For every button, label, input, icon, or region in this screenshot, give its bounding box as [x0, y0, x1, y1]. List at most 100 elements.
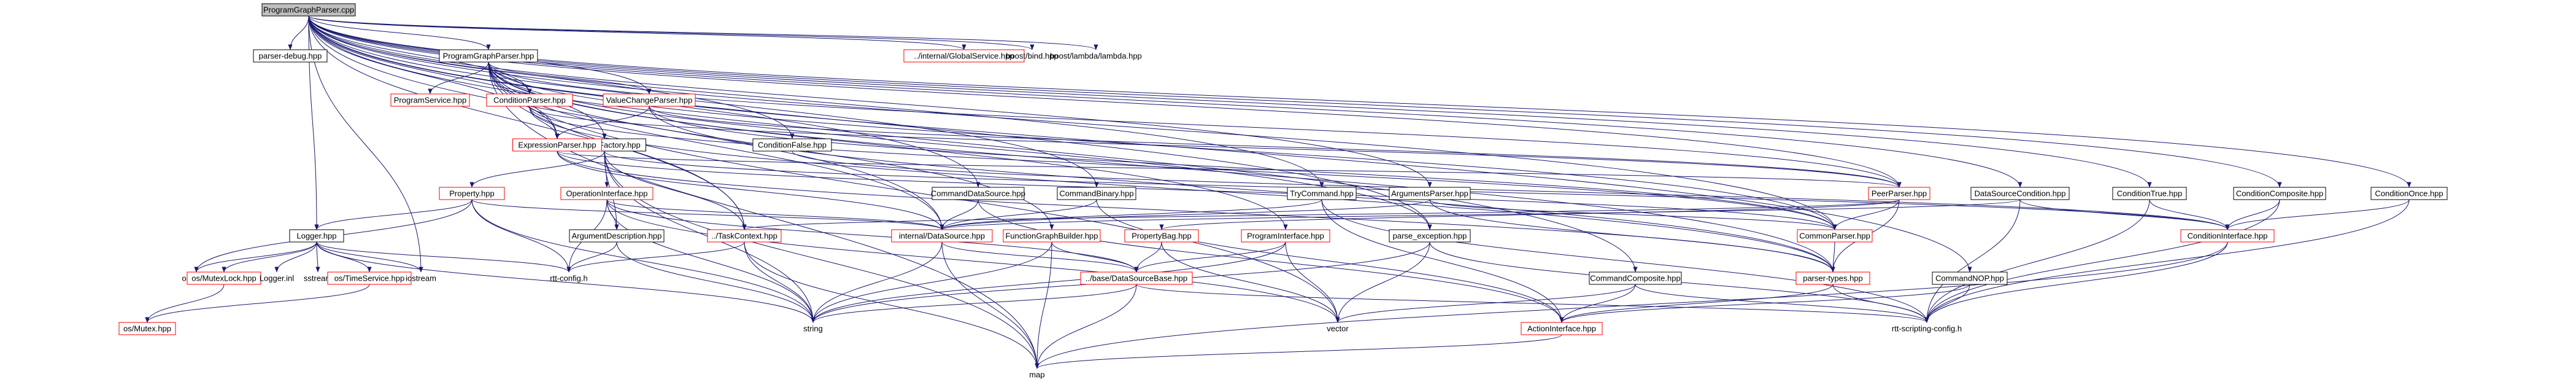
- node-condition-interface[interactable]: ConditionInterface.hpp: [2180, 229, 2275, 243]
- dependency-edge-command_data_source-to-action_interface: [978, 199, 1564, 323]
- node-label: ../TaskContext.hpp: [711, 232, 777, 241]
- node-label: sstream: [304, 274, 332, 283]
- dependency-edge-try_command-to-action_interface: [1321, 199, 1564, 323]
- dependency-edge-root-to-condition_false: [308, 15, 795, 139]
- node-parser-debug[interactable]: parser-debug.hpp: [253, 49, 328, 63]
- node-action-interface[interactable]: ActionInterface.hpp: [1521, 322, 1603, 335]
- node-label: ConditionComposite.hpp: [2236, 189, 2323, 198]
- dependency-edge-function_factory-to-property: [469, 150, 605, 188]
- dependency-edge-root-to-boost_bind: [308, 15, 1035, 50]
- node-label: ValueChangeParser.hpp: [606, 96, 693, 105]
- node-box: [569, 229, 665, 243]
- node-global-service[interactable]: ../internal/GlobalService.hpp: [903, 49, 1025, 63]
- dependency-edge-data_source_condition-to-rtt_scripting_config: [1924, 199, 2021, 323]
- dependency-edge-command_nop-to-action_interface: [1559, 284, 1970, 323]
- dependency-edge-command_composite-to-action_interface: [1559, 284, 1636, 323]
- node-box: [1057, 187, 1136, 200]
- dependency-edge-logger-to-sstream: [315, 241, 320, 273]
- node-base-data-source-base[interactable]: ../base/DataSourceBase.hpp: [1080, 271, 1193, 285]
- node-property[interactable]: Property.hpp: [439, 187, 505, 200]
- dependency-edge-property_bag-to-vector: [1161, 241, 1340, 323]
- node-parse-exception[interactable]: parse_exception.hpp: [1389, 229, 1471, 243]
- node-mutex[interactable]: os/Mutex.hpp: [118, 322, 176, 335]
- node-condition-once[interactable]: ConditionOnce.hpp: [2370, 187, 2448, 200]
- node-pgp-hpp[interactable]: ProgramGraphParser.hpp: [439, 49, 538, 63]
- node-function-graph-builder[interactable]: FunctionGraphBuilder.hpp: [1003, 229, 1101, 243]
- node-box: [253, 49, 328, 63]
- node-command-composite[interactable]: CommandComposite.hpp: [1589, 271, 1682, 285]
- dependency-edge-peer_parser-to-property_bag: [1159, 199, 1900, 230]
- node-try-command[interactable]: TryCommand.hpp: [1287, 187, 1357, 200]
- node-command-data-source[interactable]: CommandDataSource.hpp: [931, 187, 1025, 200]
- node-peer-parser[interactable]: PeerParser.hpp: [1868, 187, 1930, 200]
- node-label: OperationInterface.hpp: [566, 189, 648, 198]
- node-label: ProgramInterface.hpp: [1247, 232, 1324, 241]
- node-mutex-lock[interactable]: os/MutexLock.hpp: [187, 271, 261, 285]
- node-label: CommandNOP.hpp: [1935, 274, 2004, 283]
- node-program-service[interactable]: ProgramService.hpp: [390, 93, 470, 107]
- dependency-edge-expression_parser-to-peer_parser: [557, 150, 1901, 188]
- node-data-source-condition[interactable]: DataSourceCondition.hpp: [1970, 187, 2070, 200]
- node-time-service[interactable]: os/TimeService.hpp: [327, 271, 412, 285]
- node-command-binary[interactable]: CommandBinary.hpp: [1057, 187, 1136, 200]
- node-condition-parser[interactable]: ConditionParser.hpp: [486, 93, 573, 107]
- node-value-change-parser[interactable]: ValueChangeParser.hpp: [603, 93, 696, 107]
- node-expression-parser[interactable]: ExpressionParser.hpp: [512, 138, 602, 152]
- node-property-bag[interactable]: PropertyBag.hpp: [1124, 229, 1199, 243]
- node-condition-true[interactable]: ConditionTrue.hpp: [2112, 187, 2187, 200]
- dependency-edge-property-to-string: [471, 199, 816, 323]
- node-box: [560, 187, 654, 200]
- dependency-edge-root-to-data_source_condition: [308, 15, 2023, 188]
- node-argument-description[interactable]: ArgumentDescription.hpp: [569, 229, 665, 243]
- node-label: Property.hpp: [449, 189, 494, 198]
- node-operation-interface[interactable]: OperationInterface.hpp: [560, 187, 654, 200]
- dependency-edge-try_command-to-internal_data_source: [939, 199, 1322, 230]
- node-vector: vector: [1327, 324, 1349, 333]
- dependency-edge-root-to-logger: [308, 15, 319, 230]
- node-command-nop[interactable]: CommandNOP.hpp: [1932, 271, 2008, 285]
- dependency-edge-condition_true-to-rtt_scripting_config: [1924, 199, 2150, 323]
- dependency-edge-logger-to-iostream: [316, 241, 423, 273]
- dependency-edge-parse_exception-to-vector: [1335, 241, 1430, 323]
- node-label: parser-debug.hpp: [259, 52, 322, 61]
- node-label: ConditionOnce.hpp: [2375, 189, 2443, 198]
- dependency-edge-root-to-pgp_hpp: [308, 15, 491, 50]
- node-box: [1589, 271, 1682, 285]
- node-box: [1868, 187, 1930, 200]
- dependency-edge-command_composite-to-vector: [1335, 284, 1636, 323]
- node-internal-data-source[interactable]: internal/DataSource.hpp: [891, 229, 993, 243]
- dependency-edge-task_context-to-string: [744, 241, 816, 323]
- node-condition-composite[interactable]: ConditionComposite.hpp: [2233, 187, 2326, 200]
- node-label: TryCommand.hpp: [1290, 189, 1354, 198]
- dependency-edge-root-to-global_service: [308, 15, 966, 50]
- dependency-edge-peer_parser-to-common_parser: [1832, 199, 1900, 230]
- node-label: CommandBinary.hpp: [1059, 189, 1133, 198]
- dependency-edge-condition_interface-to-map: [1035, 241, 2228, 369]
- node-logger[interactable]: Logger.hpp: [289, 229, 344, 243]
- node-label: ConditionTrue.hpp: [2117, 189, 2182, 198]
- dependency-edge-condition_composite-to-rtt_scripting_config: [1924, 199, 2280, 323]
- node-label: ProgramGraphParser.cpp: [263, 6, 354, 15]
- node-box: [903, 49, 1025, 63]
- node-root[interactable]: ProgramGraphParser.cpp: [261, 3, 356, 17]
- node-task-context[interactable]: ../TaskContext.hpp: [707, 229, 782, 243]
- node-parser-types[interactable]: parser-types.hpp: [1795, 271, 1870, 285]
- dependency-edge-operation_interface-to-base_data_source_base: [606, 199, 1139, 273]
- dependency-edge-action_interface-to-map: [1035, 334, 1562, 369]
- node-box: [1003, 229, 1101, 243]
- dependency-edge-function_factory-to-task_context: [604, 150, 747, 230]
- dependency-edge-data_source_condition-to-internal_data_source: [940, 199, 2021, 230]
- dependency-edge-root-to-arguments_parser: [308, 15, 1432, 188]
- node-box: [289, 229, 344, 243]
- node-common-parser[interactable]: CommonParser.hpp: [1797, 229, 1873, 243]
- node-condition-false[interactable]: ConditionFalse.hpp: [752, 138, 832, 152]
- node-arguments-parser[interactable]: ArgumentsParser.hpp: [1389, 187, 1471, 200]
- dependency-edge-program_interface-to-string: [811, 241, 1286, 323]
- dependency-edge-root-to-expression_parser: [308, 15, 560, 139]
- node-box: [261, 3, 356, 17]
- dependency-edge-condition_true-to-condition_interface: [2149, 199, 2230, 230]
- node-label: boost/lambda/lambda.hpp: [1050, 52, 1142, 61]
- node-label: map: [1029, 370, 1044, 380]
- node-label: os/TimeService.hpp: [334, 274, 404, 283]
- node-program-interface[interactable]: ProgramInterface.hpp: [1241, 229, 1330, 243]
